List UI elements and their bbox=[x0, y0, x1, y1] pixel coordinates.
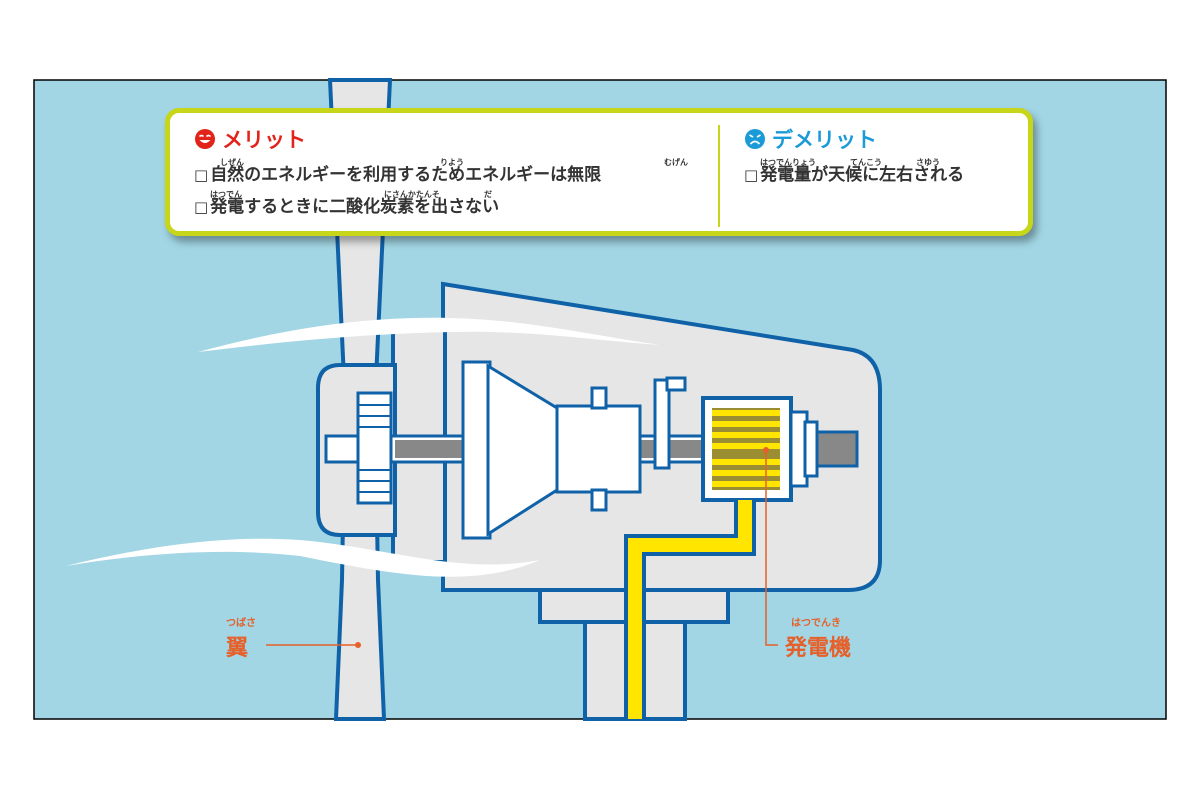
panel-divider bbox=[718, 125, 720, 227]
blade-label-ruby: つばさ bbox=[226, 618, 256, 629]
merit-item-text: 自然のエネルギーを利用するためエネルギーは無限 bbox=[210, 165, 602, 185]
ruby-text: むげん bbox=[664, 158, 688, 167]
brake-caliper bbox=[665, 376, 687, 392]
gearbox-lug bbox=[590, 488, 608, 512]
wind-swoosh bbox=[198, 317, 660, 352]
ruby-text: さゆう bbox=[916, 158, 940, 167]
demerit-title: デメリット bbox=[772, 128, 877, 152]
hub-gear bbox=[356, 391, 393, 505]
merit-item: しぜん りよう むげん □自然のエネルギーを利用するためエネルギーは無限 bbox=[194, 158, 688, 185]
checkbox-glyph: □ bbox=[744, 166, 759, 184]
checkbox-glyph: □ bbox=[194, 198, 209, 216]
info-panel: メリット しぜん りよう むげん □自然のエネルギーを利用するためエネルギーは無… bbox=[165, 108, 1033, 236]
checkbox-glyph: □ bbox=[194, 166, 209, 184]
ruby-text: はつでん bbox=[210, 190, 242, 199]
merit-item-text: 発電するときに二酸化炭素を出さない bbox=[210, 197, 500, 217]
generator-leader-line bbox=[763, 447, 778, 646]
ruby-text: だ bbox=[484, 190, 492, 199]
merit-title: メリット bbox=[222, 128, 306, 152]
demerit-item: はつでんりょう てんこう さゆう □発電量が天候に左右される bbox=[744, 158, 965, 185]
brake-disc bbox=[653, 378, 671, 470]
gearbox-flange bbox=[461, 360, 492, 540]
ruby-text: はつでんりょう bbox=[760, 158, 816, 167]
wind-swoosh bbox=[66, 538, 540, 577]
gear-teeth bbox=[358, 404, 391, 493]
gearbox bbox=[555, 404, 642, 494]
generator-label: はつでんき 発電機 bbox=[785, 618, 852, 662]
ruby-text: りよう bbox=[440, 158, 464, 167]
generator-label-text: 発電機 bbox=[785, 636, 852, 661]
demerit-column: デメリット はつでんりょう てんこう さゆう □発電量が天候に左右される bbox=[744, 125, 964, 185]
power-cable bbox=[628, 500, 752, 719]
blade-leader-line bbox=[266, 642, 361, 648]
ruby-text: にさんかたんそ bbox=[384, 190, 440, 199]
demerit-heading: デメリット bbox=[744, 125, 964, 153]
gearbox-lug bbox=[590, 386, 608, 410]
blade-label-text: 翼 bbox=[226, 636, 249, 661]
shaft-core bbox=[813, 430, 859, 468]
generator-coils bbox=[712, 410, 780, 487]
merit-column: メリット しぜん りよう むげん □自然のエネルギーを利用するためエネルギーは無… bbox=[194, 125, 688, 217]
ruby-text: しぜん bbox=[220, 158, 244, 167]
generator-label-ruby: はつでんき bbox=[791, 618, 841, 629]
generator-end-cap bbox=[803, 420, 819, 478]
merit-heading: メリット bbox=[194, 125, 601, 153]
demerit-item-text: 発電量が天候に左右される bbox=[760, 165, 965, 185]
sad-face-icon bbox=[745, 129, 765, 149]
ruby-text: てんこう bbox=[850, 158, 882, 167]
shaft-core bbox=[395, 440, 462, 458]
blade-label: つばさ 翼 bbox=[226, 618, 256, 662]
smile-face-icon bbox=[195, 129, 215, 149]
merit-item: はつでん にさんかたんそ だ □発電するときに二酸化炭素を出さない bbox=[194, 190, 601, 217]
